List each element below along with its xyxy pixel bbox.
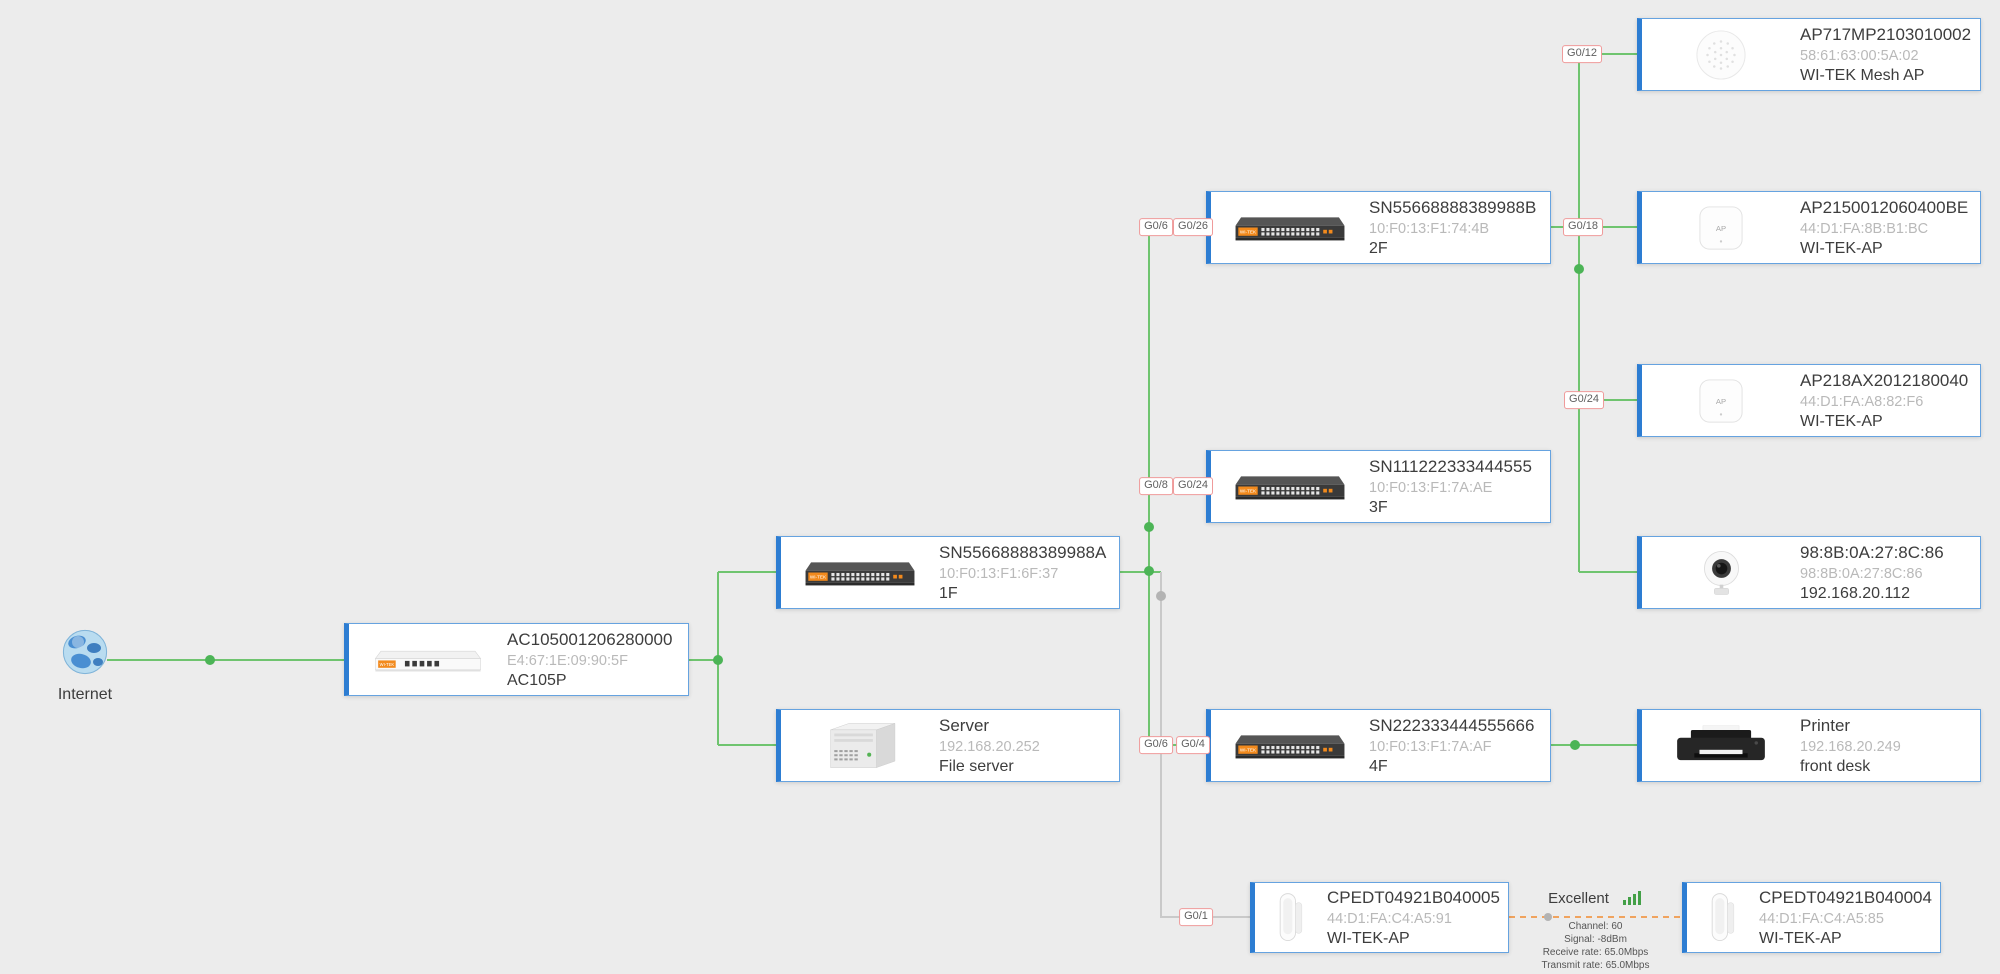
- device-label: WI-TEK-AP: [1800, 239, 1883, 257]
- ap-image: [1642, 378, 1800, 424]
- traffic-dot: [1144, 566, 1154, 576]
- device-card-ac105p[interactable]: AC105001206280000 E4:67:1E:09:90:5F AC10…: [344, 623, 689, 696]
- device-card-ap218ax[interactable]: AP218AX2012180040 44:D1:FA:A8:82:F6 WI-T…: [1637, 364, 1981, 437]
- device-name: SN55668888389988A: [939, 542, 1107, 562]
- traffic-dot-inactive: [1156, 591, 1166, 601]
- device-label: 1F: [939, 584, 958, 602]
- device-card-switch-1f[interactable]: SN55668888389988A 10:F0:13:F1:6F:37 1F: [776, 536, 1120, 609]
- switch-image: [1211, 467, 1369, 506]
- printer-image: [1642, 724, 1800, 767]
- port-badge-sw3f-local: G0/24: [1173, 477, 1213, 495]
- device-label: WI-TEK Mesh AP: [1800, 66, 1925, 84]
- device-card-cpe-040004[interactable]: CPEDT04921B040004 44:D1:FA:C4:A5:85 WI-T…: [1682, 882, 1941, 953]
- traffic-dot: [205, 655, 215, 665]
- device-label: 192.168.20.112: [1800, 584, 1911, 602]
- port-badge-ap2150: G0/18: [1563, 218, 1603, 236]
- cpe-image: [1687, 890, 1759, 946]
- device-label: 4F: [1369, 757, 1388, 775]
- router-image: [349, 640, 507, 679]
- device-name: AP2150012060400BE: [1800, 197, 1969, 217]
- device-label: WI-TEK-AP: [1759, 929, 1842, 947]
- traffic-dot: [1574, 264, 1584, 274]
- device-name: CPEDT04921B040005: [1327, 887, 1500, 907]
- device-mac: E4:67:1E:09:90:5F: [507, 652, 628, 669]
- device-label: WI-TEK-AP: [1327, 929, 1410, 947]
- traffic-dot: [1570, 740, 1580, 750]
- wireless-quality: Excellent: [1548, 889, 1609, 907]
- traffic-dot: [1144, 522, 1154, 532]
- camera-image: [1642, 547, 1800, 599]
- device-mac: 58:61:63:00:5A:02: [1800, 47, 1919, 64]
- device-name: AP218AX2012180040: [1800, 370, 1969, 390]
- port-badge-cpe: G0/1: [1179, 908, 1213, 926]
- switch-image: [1211, 726, 1369, 765]
- device-card-ap2150[interactable]: AP2150012060400BE 44:D1:FA:8B:B1:BC WI-T…: [1637, 191, 1981, 264]
- device-card-cpe-040005[interactable]: CPEDT04921B040005 44:D1:FA:C4:A5:91 WI-T…: [1250, 882, 1509, 953]
- signal-bars-icon: [1623, 890, 1643, 906]
- device-mac: 10:F0:13:F1:74:4B: [1369, 220, 1490, 237]
- device-mac: 10:F0:13:F1:6F:37: [939, 565, 1059, 582]
- port-badge-sw4f-local: G0/4: [1176, 736, 1210, 754]
- device-name: Printer: [1800, 715, 1851, 735]
- server-image: [781, 717, 939, 774]
- device-mac: 44:D1:FA:A8:82:F6: [1800, 393, 1924, 410]
- device-label: AC105P: [507, 671, 567, 689]
- wireless-transmit-rate: Transmit rate: 65.0Mbps: [1541, 960, 1650, 971]
- ap-image: [1642, 205, 1800, 251]
- wireless-receive-rate: Receive rate: 65.0Mbps: [1542, 947, 1649, 958]
- device-mac: 10:F0:13:F1:7A:AF: [1369, 738, 1492, 755]
- device-card-printer[interactable]: Printer 192.168.20.249 front desk: [1637, 709, 1981, 782]
- device-name: SN222333444555666: [1369, 715, 1535, 735]
- port-badge-sw2f-uplink: G0/6: [1139, 218, 1173, 236]
- port-badge-sw2f-local: G0/26: [1173, 218, 1213, 236]
- device-mac: 98:8B:0A:27:8C:86: [1800, 565, 1923, 582]
- globe-icon: [61, 628, 109, 676]
- device-mac: 44:D1:FA:C4:A5:85: [1759, 910, 1884, 927]
- internet-label: Internet: [57, 686, 113, 703]
- device-ip: 192.168.20.249: [1800, 738, 1901, 755]
- device-name: Server: [939, 715, 990, 735]
- device-card-file-server[interactable]: Server 192.168.20.252 File server: [776, 709, 1120, 782]
- device-ip: 192.168.20.252: [939, 738, 1040, 755]
- device-name: CPEDT04921B040004: [1759, 887, 1932, 907]
- device-name: SN55668888389988B: [1369, 197, 1537, 217]
- device-label: 2F: [1369, 239, 1388, 257]
- device-card-switch-2f[interactable]: SN55668888389988B 10:F0:13:F1:74:4B 2F: [1206, 191, 1551, 264]
- wireless-signal: Signal: -8dBm: [1564, 934, 1627, 945]
- wireless-channel: Channel: 60: [1568, 921, 1623, 932]
- device-mac: 44:D1:FA:8B:B1:BC: [1800, 220, 1929, 237]
- port-badge-sw4f-uplink: G0/6: [1139, 736, 1173, 754]
- device-card-mesh-ap[interactable]: AP717MP2103010002 58:61:63:00:5A:02 WI-T…: [1637, 18, 1981, 91]
- port-badge-mesh: G0/12: [1562, 45, 1602, 63]
- device-card-switch-3f[interactable]: SN111222333444555 10:F0:13:F1:7A:AE 3F: [1206, 450, 1551, 523]
- cpe-image: [1255, 890, 1327, 946]
- traffic-dot: [713, 655, 723, 665]
- link-sw1f-cpe1: [1160, 572, 1250, 918]
- switch-image: [1211, 208, 1369, 247]
- device-label: 3F: [1369, 498, 1388, 516]
- device-mac: 10:F0:13:F1:7A:AE: [1369, 479, 1493, 496]
- internet-node[interactable]: Internet: [49, 628, 121, 704]
- device-label: front desk: [1800, 757, 1871, 775]
- wireless-link-info: Excellent Channel: 60 Signal: -8dBm Rece…: [1509, 889, 1682, 972]
- device-name: AC105001206280000: [507, 629, 673, 649]
- device-name: AP717MP2103010002: [1800, 24, 1972, 44]
- device-label: File server: [939, 757, 1014, 775]
- device-name: 98:8B:0A:27:8C:86: [1800, 542, 1944, 562]
- device-mac: 44:D1:FA:C4:A5:91: [1327, 910, 1452, 927]
- port-badge-ap218: G0/24: [1564, 391, 1604, 409]
- traffic-dot-inactive: [1544, 913, 1552, 921]
- mesh-ap-image: [1642, 29, 1800, 81]
- device-card-switch-4f[interactable]: SN222333444555666 10:F0:13:F1:7A:AF 4F: [1206, 709, 1551, 782]
- switch-image: [781, 553, 939, 592]
- port-badge-sw3f-uplink: G0/8: [1139, 477, 1173, 495]
- device-name: SN111222333444555: [1369, 456, 1532, 476]
- device-card-camera[interactable]: 98:8B:0A:27:8C:86 98:8B:0A:27:8C:86 192.…: [1637, 536, 1981, 609]
- device-label: WI-TEK-AP: [1800, 412, 1883, 430]
